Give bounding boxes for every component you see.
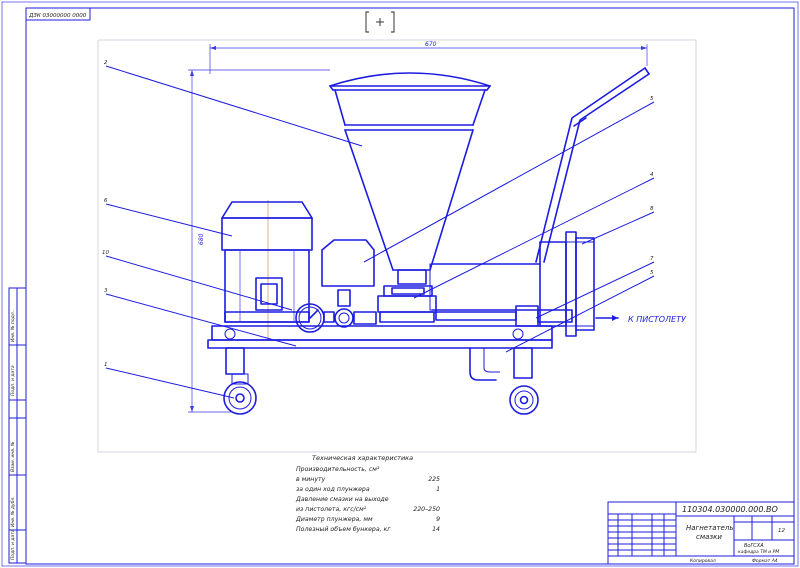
title-block-name-1: Нагнетатель (686, 524, 733, 532)
top-left-stamp-box (25, 7, 91, 21)
outlet-pipe (429, 263, 573, 327)
hose-reel (539, 231, 595, 337)
dimension-height: 680 (188, 69, 330, 413)
title-block-name-2: смазки (696, 533, 722, 541)
side-stamp-2: Подп. и дата (10, 365, 16, 396)
left-stamp-strip: Инв. № подл. Подп. и дата Взам. инв. № И… (8, 287, 27, 564)
tech-spec-row-7-label: Полезный объем бункера, кг (296, 525, 391, 533)
dimension-width-label: 670 (425, 41, 437, 48)
tech-spec-row-6-value: 9 (436, 516, 440, 523)
callout-6: 5 (650, 96, 654, 102)
title-block: 110304.030000.000.ВО Нагнетатель смазки … (607, 501, 795, 565)
leader-lines (105, 65, 655, 399)
side-stamp-1: Инв. № подл. (10, 311, 16, 342)
plunger-housing (321, 239, 437, 323)
callout-10: 5 (650, 270, 654, 276)
handle (535, 67, 650, 263)
center-mark (365, 11, 395, 33)
tech-spec-row-4-label: Давление смазки на выходе (295, 496, 389, 503)
callout-8: 8 (650, 206, 654, 212)
tech-spec-row-2-value: 225 (428, 476, 440, 483)
callout-4: 3 (104, 288, 108, 294)
dimension-width: 670 (209, 41, 648, 74)
tech-spec-row-6-label: Диаметр плунжера, мм (295, 516, 373, 523)
callout-3: 10 (102, 250, 109, 256)
callout-2: 6 (104, 198, 108, 204)
callout-5: 1 (104, 362, 108, 368)
electric-motor (221, 201, 313, 323)
tech-spec-row-7-value: 14 (432, 526, 440, 533)
wheel-left (223, 347, 257, 415)
title-block-org-2: кафедра ТМ и РМ (738, 549, 779, 555)
tech-spec-row-1-label: Производительность, см³ (296, 466, 380, 473)
hopper (329, 72, 491, 285)
view-area (97, 39, 697, 453)
title-block-footer-left: Копировал (690, 558, 716, 564)
side-stamp-5: Подп. и дата (10, 529, 16, 560)
title-block-org-1: ВоГСХА (744, 543, 764, 549)
tech-spec-row-3-value: 1 (436, 486, 440, 493)
title-block-footer-right: Формат А4 (752, 558, 778, 564)
side-stamp-4: Инв. № дубл. (10, 496, 16, 527)
callout-7: 4 (650, 172, 654, 178)
title-block-doc-code: 110304.030000.000.ВО (682, 505, 778, 514)
callout-9: 7 (650, 256, 654, 262)
dimension-height-label: 680 (198, 233, 205, 245)
title-block-sheet-no: 12 (778, 528, 785, 534)
outlet-label: К ПИСТОЛЕТУ (628, 315, 687, 324)
wheel-right (509, 347, 539, 415)
side-stamp-3: Взам. инв. № (10, 441, 16, 472)
tech-spec-row-3-label: за один ход плунжера (296, 486, 370, 493)
outlet-arrow (595, 315, 619, 321)
top-left-stamp: ДЗК 03000000 0000 (28, 13, 87, 19)
pressure-gauge (295, 289, 377, 333)
tech-spec-row-2-label: в минуту (296, 476, 326, 483)
cart-frame (207, 325, 553, 381)
inner-frame (25, 7, 795, 565)
tech-spec-title: Техническая характеристика (312, 454, 413, 462)
tech-spec: Техническая характеристика Производитель… (295, 454, 440, 533)
callout-1: 2 (104, 60, 108, 66)
tech-spec-row-5-label: из пистолета, кгс/см² (296, 506, 367, 513)
tech-spec-row-5-value: 220–250 (413, 506, 440, 513)
callout-labels: 2 6 10 3 1 5 4 8 7 5 (102, 60, 654, 368)
